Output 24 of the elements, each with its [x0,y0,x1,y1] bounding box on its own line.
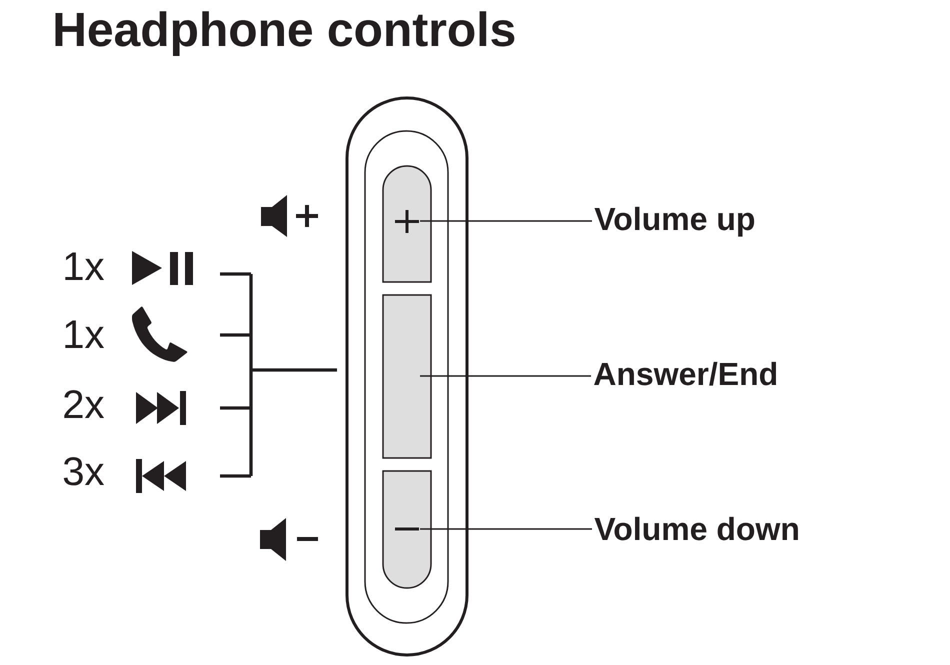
leader-line [420,528,592,530]
answer-button [382,294,432,459]
leader-line [420,375,591,377]
title: Headphone controls [56,11,514,56]
connector-line [220,333,251,337]
play-pause-icon [132,251,193,285]
connector-line [220,474,251,478]
previous-track-icon [136,459,186,493]
button-label: Volume down [594,516,798,540]
button-label: Answer/End [594,362,776,386]
press-count: 1x [65,320,104,348]
press-count: 3x [64,457,104,486]
volume-down-button [382,470,432,589]
connector-line [220,406,251,410]
volume-up-button [382,165,432,283]
press-count: 2x [64,390,104,418]
leader-line [420,220,592,222]
bracket-line [249,272,339,478]
connector-line [220,272,251,276]
phone-icon [132,306,188,362]
button-label: Volume up [594,206,754,237]
remote-body [346,96,468,656]
press-count: 1x [65,252,104,280]
next-track-icon [136,391,186,425]
